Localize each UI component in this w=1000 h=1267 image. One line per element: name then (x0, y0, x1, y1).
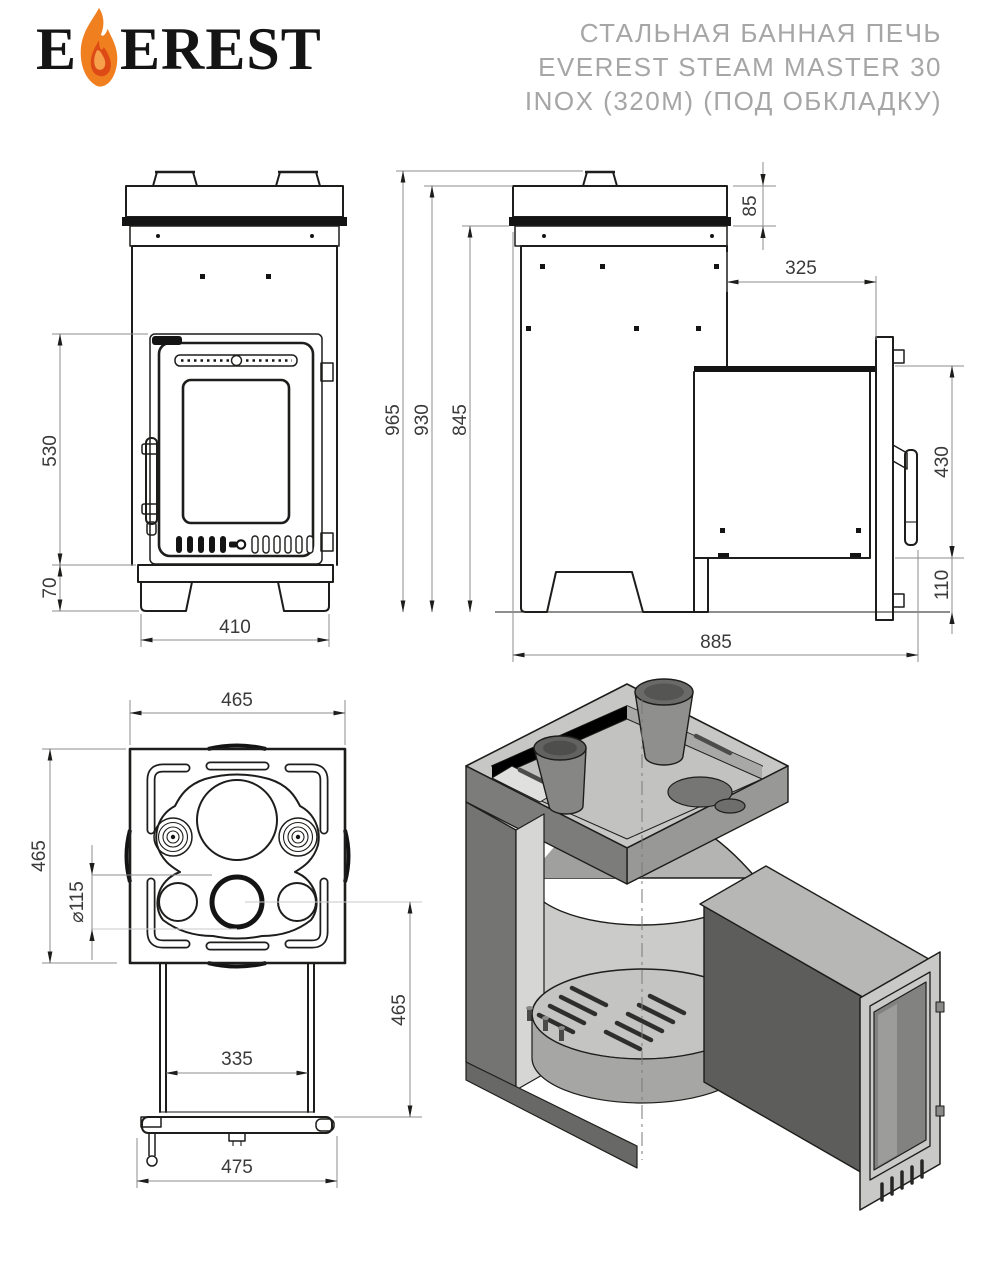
dim-side-overall-depth: 885 (700, 632, 732, 653)
dim-side-bottom-clearance: 110 (932, 570, 953, 600)
front-stub-left (152, 171, 198, 187)
dim-side-shell-height: 845 (450, 404, 471, 436)
top-plate (128, 747, 347, 965)
air-slider-knob (230, 354, 243, 367)
dim-top-body-width: 465 (221, 690, 253, 711)
front-collar (129, 225, 340, 247)
header: E EREST СТАЛЬНАЯ БАННАЯ ПЕЧЬ EVEREST STE… (0, 0, 1000, 120)
grate-pins (526, 1006, 565, 1041)
tunnel (693, 371, 871, 559)
stove-door (157, 341, 315, 558)
tray-opening (667, 776, 733, 808)
front-body (131, 245, 338, 566)
top-handle-knob (146, 1155, 158, 1167)
dim-top-tunnel-width: 335 (221, 1049, 253, 1070)
door-glass (181, 378, 291, 525)
front-dimensions: 530 70 410 (40, 333, 330, 647)
inner-tray-outline (155, 773, 320, 940)
brand-text-prefix: E (36, 16, 78, 82)
dim-side-height-no-stub: 930 (412, 404, 433, 436)
dim-top-body-depth: 465 (29, 840, 50, 872)
door-handle (141, 437, 159, 536)
steam-opening (196, 779, 278, 861)
dim-front-plinth-height: 70 (40, 577, 61, 598)
front-stub-right (275, 171, 321, 187)
dim-front-leg-span: 410 (219, 617, 251, 638)
title-line-1: СТАЛЬНАЯ БАННАЯ ПЕЧЬ (579, 18, 942, 48)
door-vents (176, 535, 314, 554)
steam-funnel-center (634, 678, 694, 766)
brand-logo: E EREST (36, 6, 322, 98)
side-view: 965 930 845 85 325 430 (383, 162, 964, 662)
dim-side-door-frame-height: 430 (932, 446, 953, 478)
front-view: 530 70 410 (40, 170, 347, 647)
front-leg-left (140, 581, 193, 612)
front-top-band (122, 217, 347, 226)
dim-side-tunnel-length: 325 (785, 258, 817, 279)
side-dimensions: 965 930 845 85 325 430 (383, 162, 964, 662)
flame-icon (80, 7, 118, 87)
door-3d (859, 951, 945, 1211)
funnel-right (278, 817, 318, 857)
shell-left-wall (465, 801, 517, 1091)
brand-text-suffix: EREST (120, 16, 322, 82)
side-door-handle (904, 449, 918, 546)
dim-top-axis-to-front: 465 (389, 994, 410, 1026)
side-body (520, 245, 728, 566)
grate-slots (536, 985, 687, 1052)
side-stone-tray (512, 185, 728, 218)
tunnel-top (694, 366, 876, 372)
hinge-bottom (320, 532, 334, 552)
title-line-2: EVEREST STEAM MASTER 30 (538, 52, 942, 82)
front-stone-tray (125, 185, 344, 218)
door-vents-3d (880, 1159, 924, 1202)
dim-front-door-height: 530 (40, 435, 61, 467)
stove-door-frame (149, 333, 323, 565)
top-door-flange (141, 1116, 333, 1134)
product-title: СТАЛЬНАЯ БАННАЯ ПЕЧЬ EVEREST STEAM MASTE… (525, 16, 942, 118)
key-glyph (235, 539, 247, 550)
title-line-3: INOX (320М) (ПОД ОБКЛАДКУ) (524, 86, 942, 116)
top-view: 465 465 ⌀115 465 335 (29, 690, 422, 1188)
dim-top-flange-width: 475 (221, 1157, 253, 1178)
funnel-left (153, 817, 193, 857)
door-latch (152, 336, 182, 345)
cutaway-3d-view (465, 678, 945, 1211)
plate-slots (146, 761, 329, 951)
dim-side-cap-height: 85 (740, 195, 761, 216)
steam-funnel-left (533, 735, 587, 815)
hinge-top (320, 362, 334, 382)
dim-side-overall-height: 965 (383, 404, 404, 436)
front-plinth (137, 564, 334, 583)
top-tunnel (140, 962, 335, 1167)
top-dimensions: 465 465 ⌀115 465 335 (29, 690, 422, 1188)
side-door-flange (875, 336, 894, 621)
front-leg-right (277, 581, 330, 612)
dim-top-chimney-diameter: ⌀115 (67, 881, 88, 923)
side-legs (520, 557, 709, 613)
